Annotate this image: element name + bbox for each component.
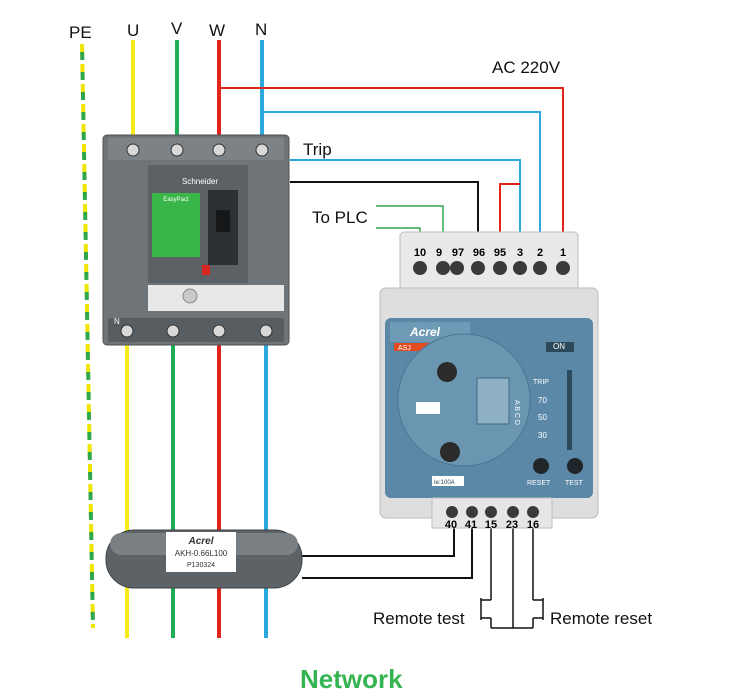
on-indicator [546, 342, 574, 352]
terminal-screw-41 [466, 506, 478, 518]
ct-lead-2 [302, 528, 473, 579]
delta-i-dial-knob[interactable] [437, 362, 457, 382]
terminal-screw-95 [493, 261, 507, 275]
pe-wire-green [80, 43, 95, 629]
bottom-title: Network [300, 664, 403, 694]
relay-brand: Acrel [409, 325, 441, 339]
breaker-series: EasyPact [163, 197, 189, 203]
trip-label: TRIP [533, 379, 549, 386]
breaker-terminal-u-bottom [120, 324, 134, 338]
breaker-terminal-v-bottom [166, 324, 180, 338]
n-label: N [255, 20, 268, 39]
circuit-breaker: Schneider EasyPact N [102, 134, 290, 346]
trip-wire-black [290, 181, 479, 238]
reset-button-label: RESET [527, 480, 551, 487]
breaker-terminal-w-top [212, 143, 226, 157]
terminal-label-23: 23 [506, 519, 518, 531]
breaker-terminal-u-top [126, 143, 140, 157]
remote-reset-label: Remote reset [550, 609, 653, 628]
scale-50: 50 [538, 413, 547, 422]
current-transformer: Acrel AKH-0.66L100 P130324 [105, 529, 303, 589]
breaker-terminal-n-top [255, 143, 269, 157]
plc-wire-1 [376, 205, 444, 238]
wiring-diagram: Schneider EasyPact N Acrel ASJ A B C D I… [80, 40, 599, 638]
scale-70: 70 [538, 396, 547, 405]
v-label: V [171, 19, 183, 38]
terminal-screw-23 [507, 506, 519, 518]
ac220-live-wire [219, 87, 564, 238]
ac220-neutral-wire [262, 111, 541, 238]
ct-lead-1 [302, 528, 455, 557]
breaker-red-indicator [202, 265, 210, 275]
breaker-bottom-band [108, 318, 284, 342]
pe-label: PE [69, 23, 92, 42]
remote-test-label: Remote test [373, 609, 465, 628]
leakage-bar [567, 370, 572, 450]
terminal-label-96: 96 [473, 247, 485, 259]
u-label: U [127, 21, 140, 40]
ac220v-label: AC 220V [492, 58, 561, 77]
relay-bottom-terminals: 40 41 15 23 16 [445, 506, 539, 531]
test-button[interactable] [567, 458, 583, 474]
relay-large-dial-area [397, 333, 531, 467]
to-plc-label: To PLC [312, 208, 368, 227]
terminal-screw-9 [436, 261, 450, 275]
terminal-screw-3 [513, 261, 527, 275]
trip-wire-blue [290, 159, 521, 238]
terminal-screw-1 [556, 261, 570, 275]
terminal-screw-96 [471, 261, 485, 275]
trip-wire-red [499, 183, 520, 238]
scale-30: 30 [538, 431, 547, 440]
ct-model: AKH-0.66L100 [175, 549, 228, 558]
terminal-label-40: 40 [445, 519, 457, 531]
terminal-label-16: 16 [527, 519, 539, 531]
terminal-label-9: 9 [436, 247, 442, 259]
breaker-terminal-n-bottom [259, 324, 273, 338]
terminal-label-15: 15 [485, 519, 497, 531]
relay-window-slot [416, 402, 440, 414]
ct-brand: Acrel [187, 536, 213, 547]
breaker-dial-icon [182, 288, 198, 304]
breaker-brand: Schneider [182, 177, 218, 186]
relay-top-terminals: 10 9 97 96 95 3 2 1 [413, 247, 570, 275]
terminal-label-2: 2 [537, 247, 543, 259]
relay-rating: Ie:100A [434, 480, 455, 486]
terminal-screw-10 [413, 261, 427, 275]
residual-current-relay: Acrel ASJ A B C D Ie:100A ON TRIP 70 50 … [379, 231, 599, 531]
on-label: ON [553, 342, 565, 351]
control-wires [219, 87, 564, 629]
terminal-label-41: 41 [465, 519, 477, 531]
terminal-screw-2 [533, 261, 547, 275]
breaker-terminal-v-top [170, 143, 184, 157]
pe-wire-yellow [80, 43, 95, 629]
relay-model: ASJ [398, 345, 411, 352]
breaker-terminal-w-bottom [212, 324, 226, 338]
test-button-label: TEST [565, 480, 584, 487]
terminal-screw-40 [446, 506, 458, 518]
terminal-screw-15 [485, 506, 497, 518]
terminal-screw-16 [527, 506, 539, 518]
breaker-bottom-mark: N [114, 317, 120, 326]
relay-rating-tag [432, 476, 464, 486]
breaker-handle [216, 210, 230, 232]
terminal-label-1: 1 [560, 247, 566, 259]
breaker-green-label [152, 193, 200, 257]
reset-button[interactable] [533, 458, 549, 474]
relay-model-tag [394, 343, 442, 351]
w-label: W [209, 21, 226, 40]
breaker-trip-unit [148, 285, 284, 311]
ct-label-plate [166, 532, 236, 572]
terminal-label-10: 10 [414, 247, 426, 259]
dip-switch-letters: A B C D [513, 400, 520, 425]
dip-switch-block[interactable] [476, 377, 510, 425]
ct-serial: P130324 [187, 562, 215, 569]
terminal-label-97: 97 [452, 247, 464, 259]
trip-wire-label: Trip [303, 140, 332, 159]
delay-dial-knob[interactable] [440, 442, 460, 462]
breaker-top-band [108, 138, 284, 160]
terminal-screw-97 [450, 261, 464, 275]
relay-top-block [399, 231, 579, 291]
terminal-label-3: 3 [517, 247, 523, 259]
terminal-label-95: 95 [494, 247, 506, 259]
